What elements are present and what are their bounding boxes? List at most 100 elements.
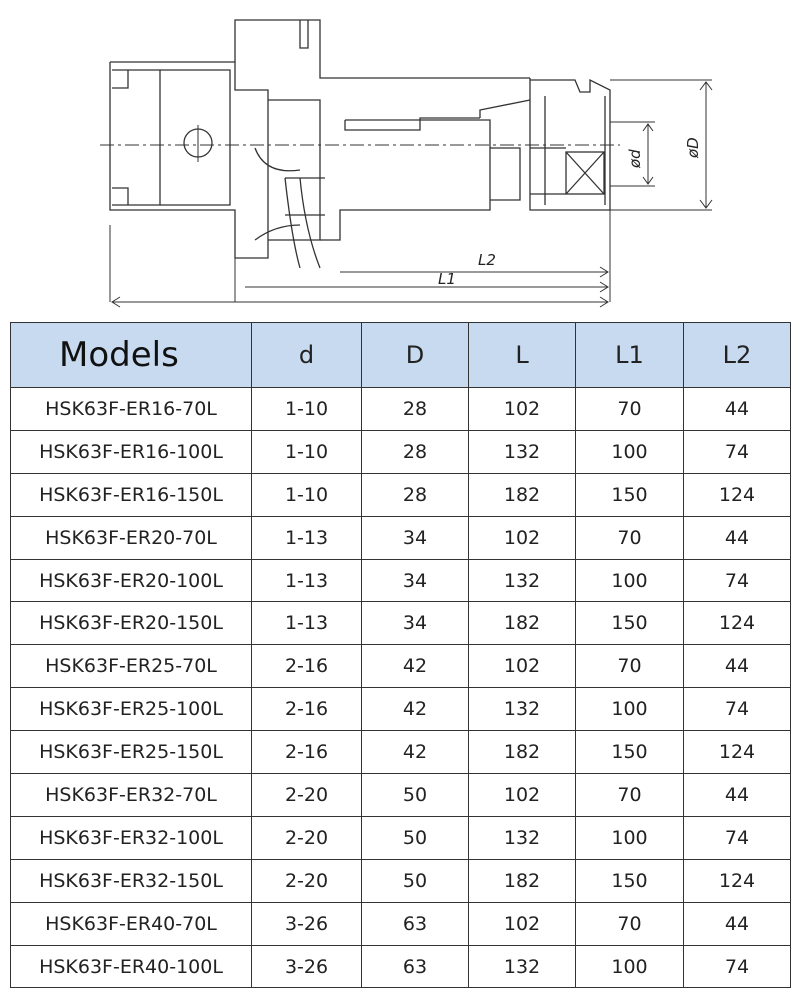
cell-D: 63 [361,901,469,946]
cell-d: 2-20 [251,815,362,860]
cell-L1: 70 [575,515,684,560]
cell-L: 132 [468,558,576,603]
cell-D: 42 [361,644,469,689]
cell-model: HSK63F-ER32-70L [10,773,252,817]
cell-D: 34 [361,601,469,646]
cell-L: 102 [468,901,576,946]
cell-d: 1-13 [251,558,362,603]
cell-L: 182 [468,858,576,903]
cell-model: HSK63F-ER25-150L [10,730,252,775]
cell-L1: 100 [575,944,684,989]
cell-d: 1-13 [251,601,362,646]
cell-L: 102 [468,644,576,689]
header-L: L [468,322,576,388]
cell-D: 28 [361,387,469,431]
cell-L: 102 [468,515,576,560]
cell-L1: 70 [575,387,684,431]
technical-drawing: øD ød L2 L1 [0,0,800,318]
cell-D: 42 [361,687,469,732]
cell-model: HSK63F-ER16-70L [10,387,252,431]
cell-model: HSK63F-ER16-150L [10,472,252,517]
cell-L: 132 [468,815,576,860]
cell-L: 132 [468,944,576,989]
cell-L2: 44 [683,901,791,946]
cell-L1: 100 [575,687,684,732]
cell-L2: 74 [683,815,791,860]
cell-L1: 70 [575,901,684,946]
cell-L2: 44 [683,773,791,817]
cell-model: HSK63F-ER40-70L [10,901,252,946]
dim-label-L2: L2 [478,251,496,269]
cell-L2: 74 [683,944,791,989]
cell-L2: 44 [683,644,791,689]
cell-D: 50 [361,858,469,903]
cell-model: HSK63F-ER32-150L [10,858,252,903]
dim-label-L1: L1 [438,270,456,288]
cell-D: 34 [361,515,469,560]
cell-D: 50 [361,815,469,860]
cell-D: 28 [361,472,469,517]
cell-L1: 100 [575,558,684,603]
cell-L: 132 [468,429,576,474]
cell-L1: 100 [575,429,684,474]
cell-L2: 74 [683,558,791,603]
header-d: d [251,322,362,388]
cell-d: 1-13 [251,515,362,560]
cell-L2: 124 [683,730,791,775]
header-L2: L2 [683,322,791,388]
cell-d: 2-20 [251,858,362,903]
cell-model: HSK63F-ER25-100L [10,687,252,732]
cell-model: HSK63F-ER16-100L [10,429,252,474]
cell-D: 28 [361,429,469,474]
cell-d: 1-10 [251,429,362,474]
cell-model: HSK63F-ER20-100L [10,558,252,603]
cell-d: 2-16 [251,644,362,689]
dim-label-D: øD [684,137,702,159]
holder-outline [109,19,611,269]
table-header: Models d D L L1 L2 [10,322,791,388]
cell-d: 1-10 [251,472,362,517]
header-L1: L1 [575,322,684,388]
cell-L2: 74 [683,429,791,474]
cell-model: HSK63F-ER20-150L [10,601,252,646]
dim-label-d: ød [626,149,644,169]
cell-L1: 150 [575,472,684,517]
cell-model: HSK63F-ER25-70L [10,644,252,689]
header-models: Models [10,322,252,388]
cell-L: 102 [468,773,576,817]
cell-L: 182 [468,730,576,775]
cell-L: 182 [468,472,576,517]
dimension-lines [109,79,713,308]
cell-L1: 70 [575,773,684,817]
cell-L2: 124 [683,601,791,646]
cell-L2: 124 [683,858,791,903]
cell-L1: 150 [575,730,684,775]
cell-d: 2-16 [251,730,362,775]
cell-L2: 44 [683,387,791,431]
cell-model: HSK63F-ER20-70L [10,515,252,560]
header-row: Models d D L L1 L2 [10,322,791,388]
cell-d: 2-20 [251,773,362,817]
header-D: D [361,322,469,388]
cell-L1: 150 [575,601,684,646]
cell-model: HSK63F-ER32-100L [10,815,252,860]
cell-d: 3-26 [251,901,362,946]
cell-d: 2-16 [251,687,362,732]
cell-L: 102 [468,387,576,431]
cell-model: HSK63F-ER40-100L [10,944,252,989]
